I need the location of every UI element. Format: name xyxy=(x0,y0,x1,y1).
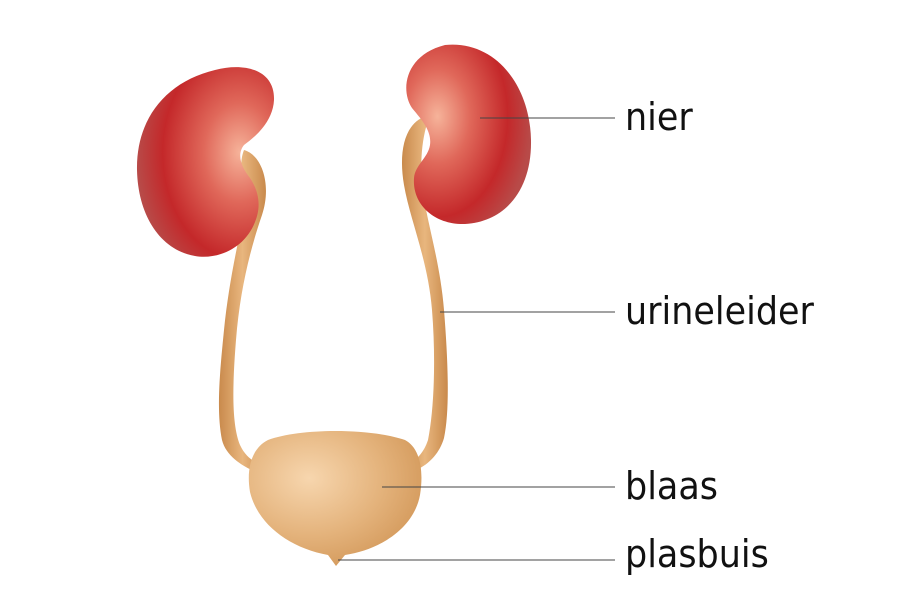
right-ureter xyxy=(401,115,448,470)
right-kidney xyxy=(406,44,532,225)
label-urethra: plasbuis xyxy=(625,532,769,576)
left-kidney xyxy=(136,67,275,257)
leader-lines xyxy=(338,117,615,561)
bladder xyxy=(248,431,422,566)
left-ureter xyxy=(218,150,266,472)
label-ureter: urineleider xyxy=(625,289,814,333)
label-kidney: nier xyxy=(625,95,693,139)
label-bladder: blaas xyxy=(625,464,718,508)
